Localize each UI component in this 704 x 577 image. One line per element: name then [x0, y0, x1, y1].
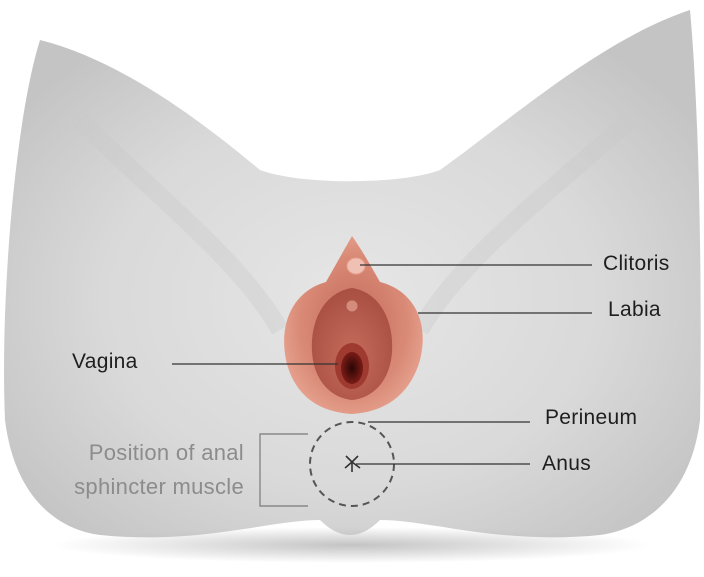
anus-label: Anus	[542, 452, 591, 476]
clitoris-shape	[347, 258, 365, 274]
perineum-label: Perineum	[545, 406, 637, 430]
labia-label: Labia	[608, 298, 661, 322]
ground-shadow	[52, 527, 652, 563]
vaginal-opening-inner	[341, 352, 363, 384]
clitoris-label: Clitoris	[603, 252, 670, 276]
vagina-label: Vagina	[72, 350, 138, 374]
sphincter-label-line2: sphincter muscle	[28, 474, 244, 500]
sphincter-label-line1: Position of anal	[28, 440, 244, 466]
urethra-shape	[346, 300, 358, 312]
